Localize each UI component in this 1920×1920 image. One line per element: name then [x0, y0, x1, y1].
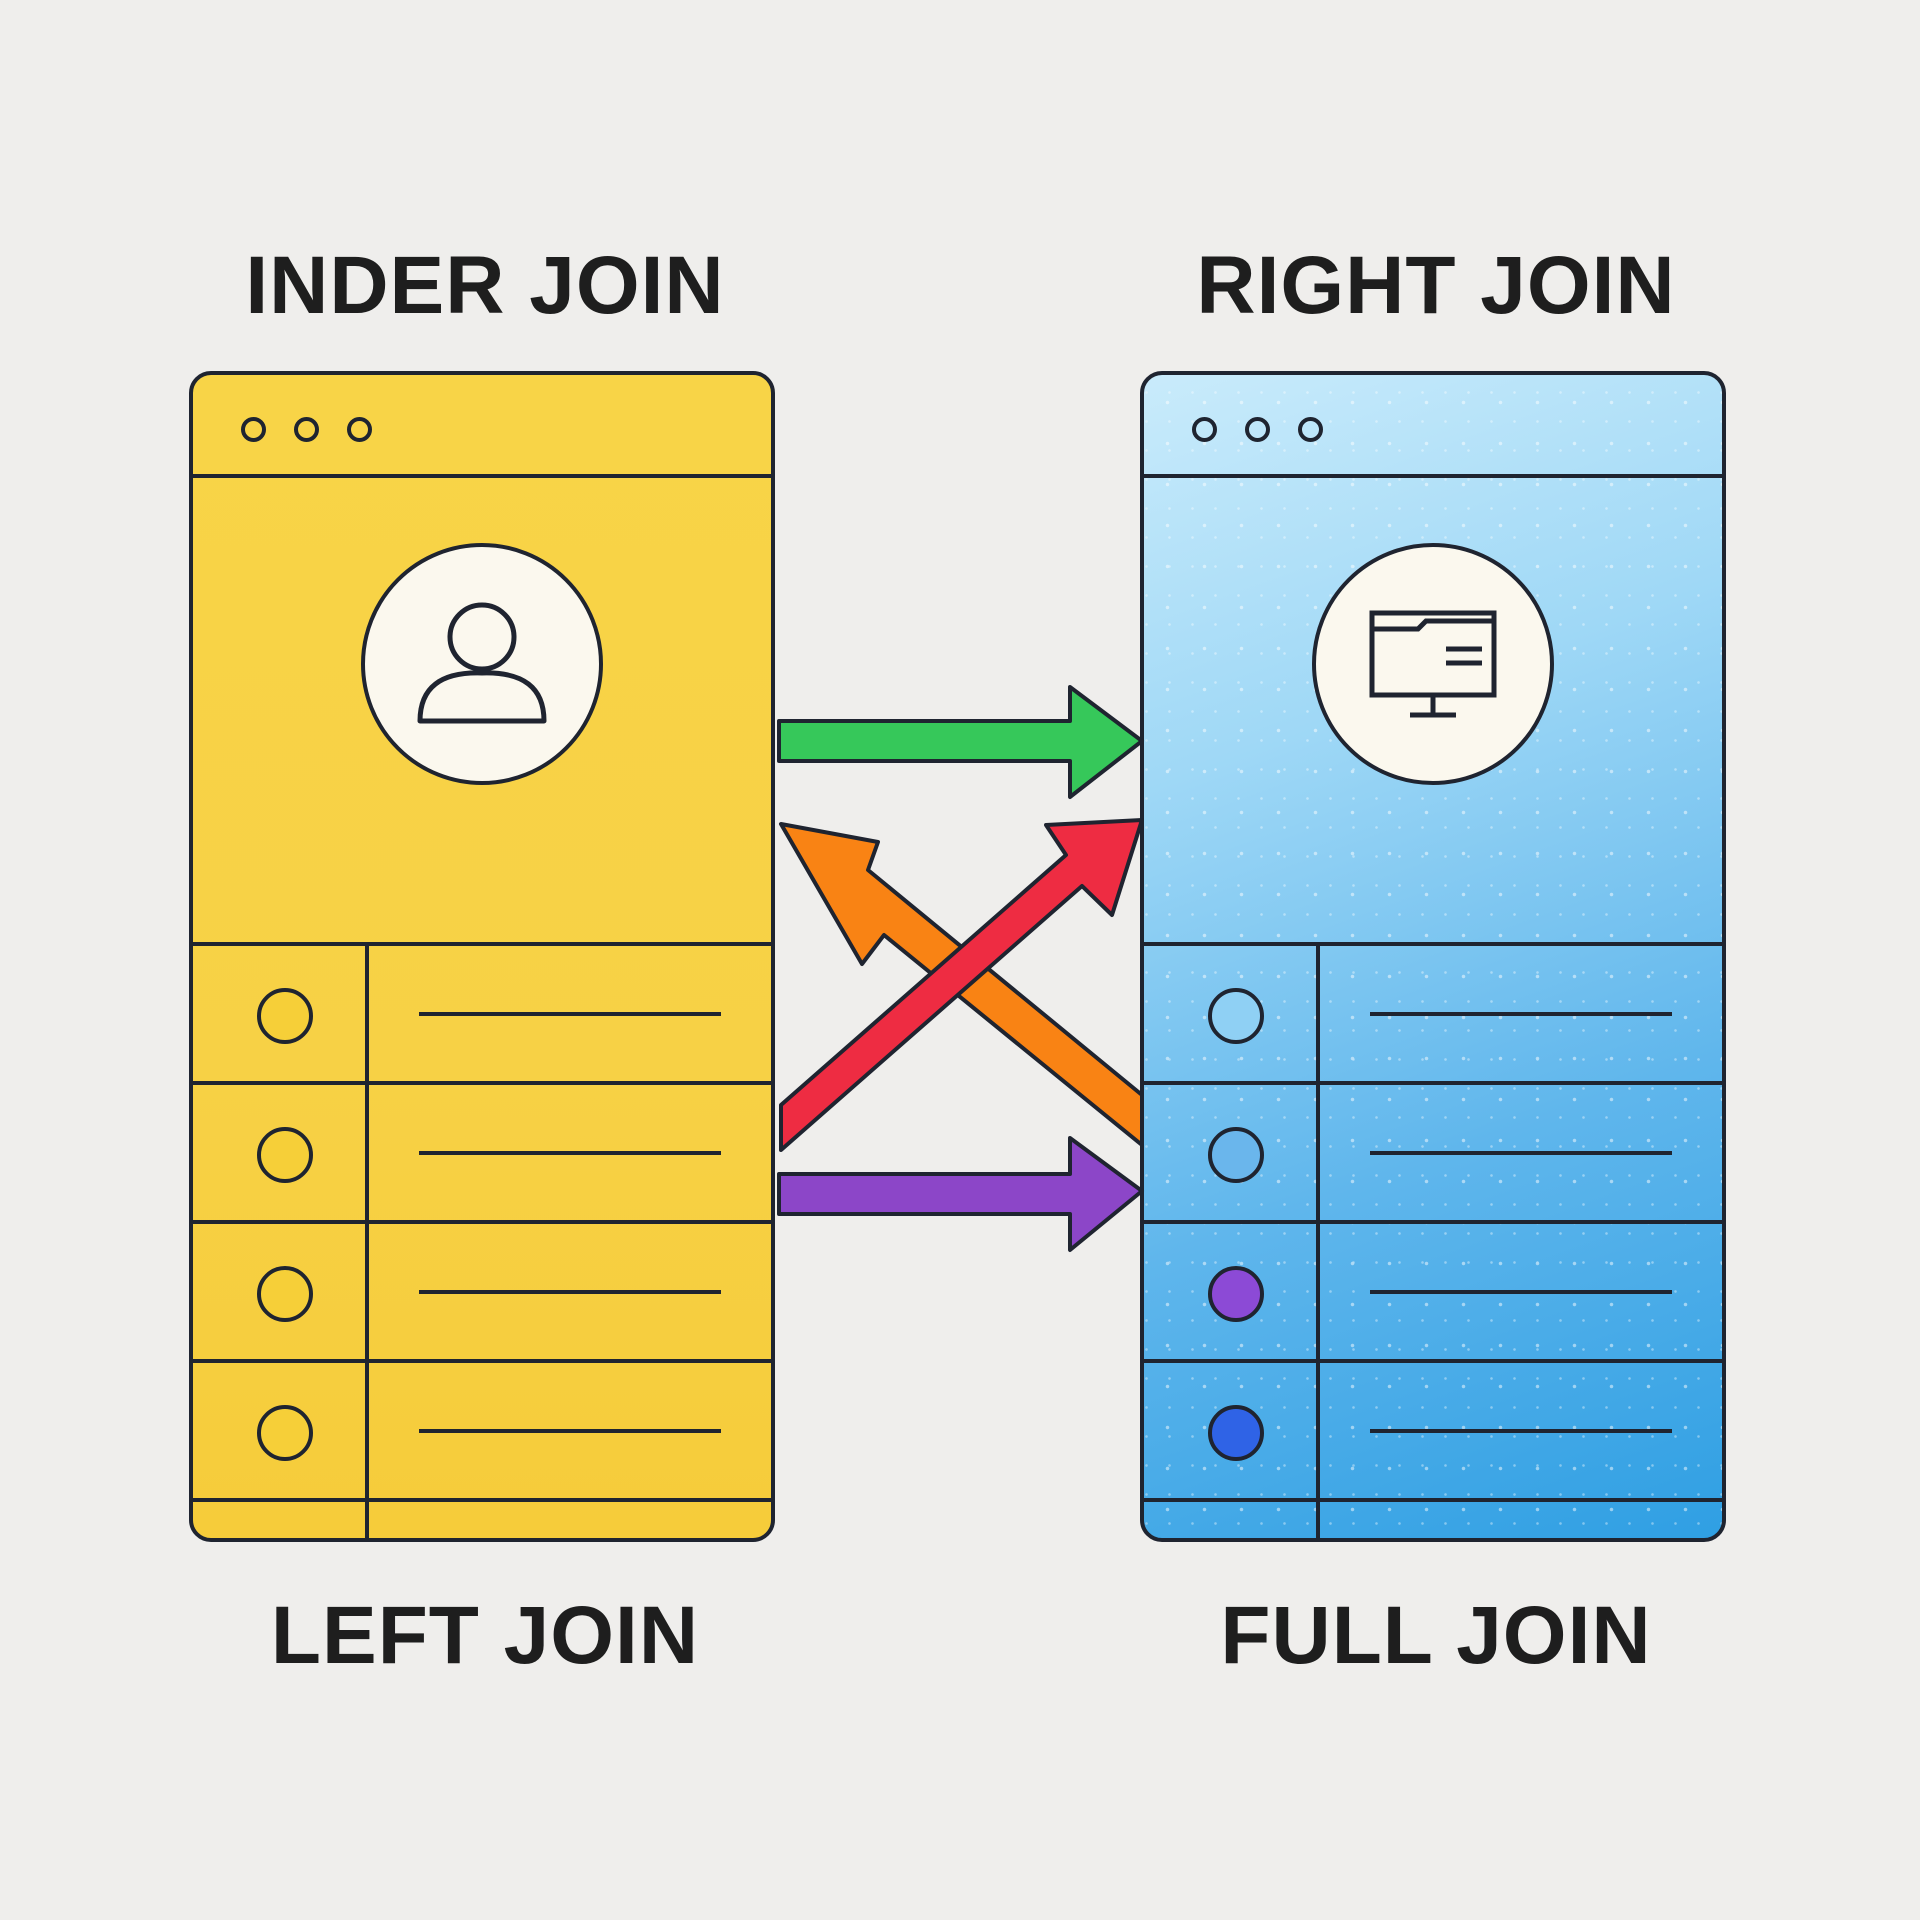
left-table-row	[193, 1085, 771, 1224]
row-text-line	[419, 1012, 721, 1016]
row-marker-icon	[257, 988, 313, 1044]
row-text-line	[1370, 1429, 1672, 1433]
left-window-titlebar	[193, 375, 771, 478]
window-dot-icon	[294, 417, 319, 442]
row-text-line	[1370, 1290, 1672, 1294]
row-text-line	[419, 1290, 721, 1294]
column-divider	[1316, 1502, 1320, 1538]
row-marker-icon	[1208, 1266, 1264, 1322]
column-divider	[365, 1502, 369, 1538]
row-text-line	[419, 1151, 721, 1155]
inner-join-label: INDER JOIN	[245, 240, 725, 331]
left-table-row	[193, 1224, 771, 1363]
right-table-window	[1140, 371, 1726, 1542]
column-divider	[365, 946, 369, 1081]
right-table-row	[1144, 1502, 1722, 1538]
row-marker-icon	[257, 1405, 313, 1461]
row-marker-icon	[1208, 988, 1264, 1044]
window-dot-icon	[347, 417, 372, 442]
column-divider	[1316, 1085, 1320, 1220]
right-window-titlebar	[1144, 375, 1722, 478]
left-table-window	[189, 371, 775, 1542]
window-dot-icon	[1245, 417, 1270, 442]
column-divider	[1316, 946, 1320, 1081]
right-table-row	[1144, 1363, 1722, 1502]
row-marker-icon	[257, 1266, 313, 1322]
column-divider	[1316, 1363, 1320, 1498]
row-text-line	[1370, 1151, 1672, 1155]
left-table-header	[193, 478, 771, 946]
purple-arrow	[777, 1136, 1144, 1252]
row-marker-icon	[1208, 1127, 1264, 1183]
column-divider	[1316, 1224, 1320, 1359]
folder-monitor-icon	[1312, 543, 1554, 785]
orange-arrow	[779, 822, 1144, 1147]
window-dot-icon	[1298, 417, 1323, 442]
window-dot-icon	[241, 417, 266, 442]
column-divider	[365, 1224, 369, 1359]
left-table-row	[193, 1363, 771, 1502]
full-join-label: FULL JOIN	[1220, 1590, 1652, 1681]
row-marker-icon	[257, 1127, 313, 1183]
user-icon	[361, 543, 603, 785]
right-table-row	[1144, 1224, 1722, 1363]
left-join-label: LEFT JOIN	[270, 1590, 700, 1681]
column-divider	[365, 1085, 369, 1220]
red-arrow	[779, 818, 1144, 1152]
row-text-line	[419, 1429, 721, 1433]
right-table-rows	[1144, 946, 1722, 1538]
right-table-header	[1144, 478, 1722, 946]
right-table-row	[1144, 1085, 1722, 1224]
column-divider	[365, 1363, 369, 1498]
left-table-row	[193, 1502, 771, 1538]
green-arrow	[777, 685, 1144, 799]
right-join-label: RIGHT JOIN	[1196, 240, 1676, 331]
left-table-row	[193, 946, 771, 1085]
row-marker-icon	[1208, 1405, 1264, 1461]
left-table-rows	[193, 946, 771, 1538]
window-dot-icon	[1192, 417, 1217, 442]
row-text-line	[1370, 1012, 1672, 1016]
right-table-row	[1144, 946, 1722, 1085]
